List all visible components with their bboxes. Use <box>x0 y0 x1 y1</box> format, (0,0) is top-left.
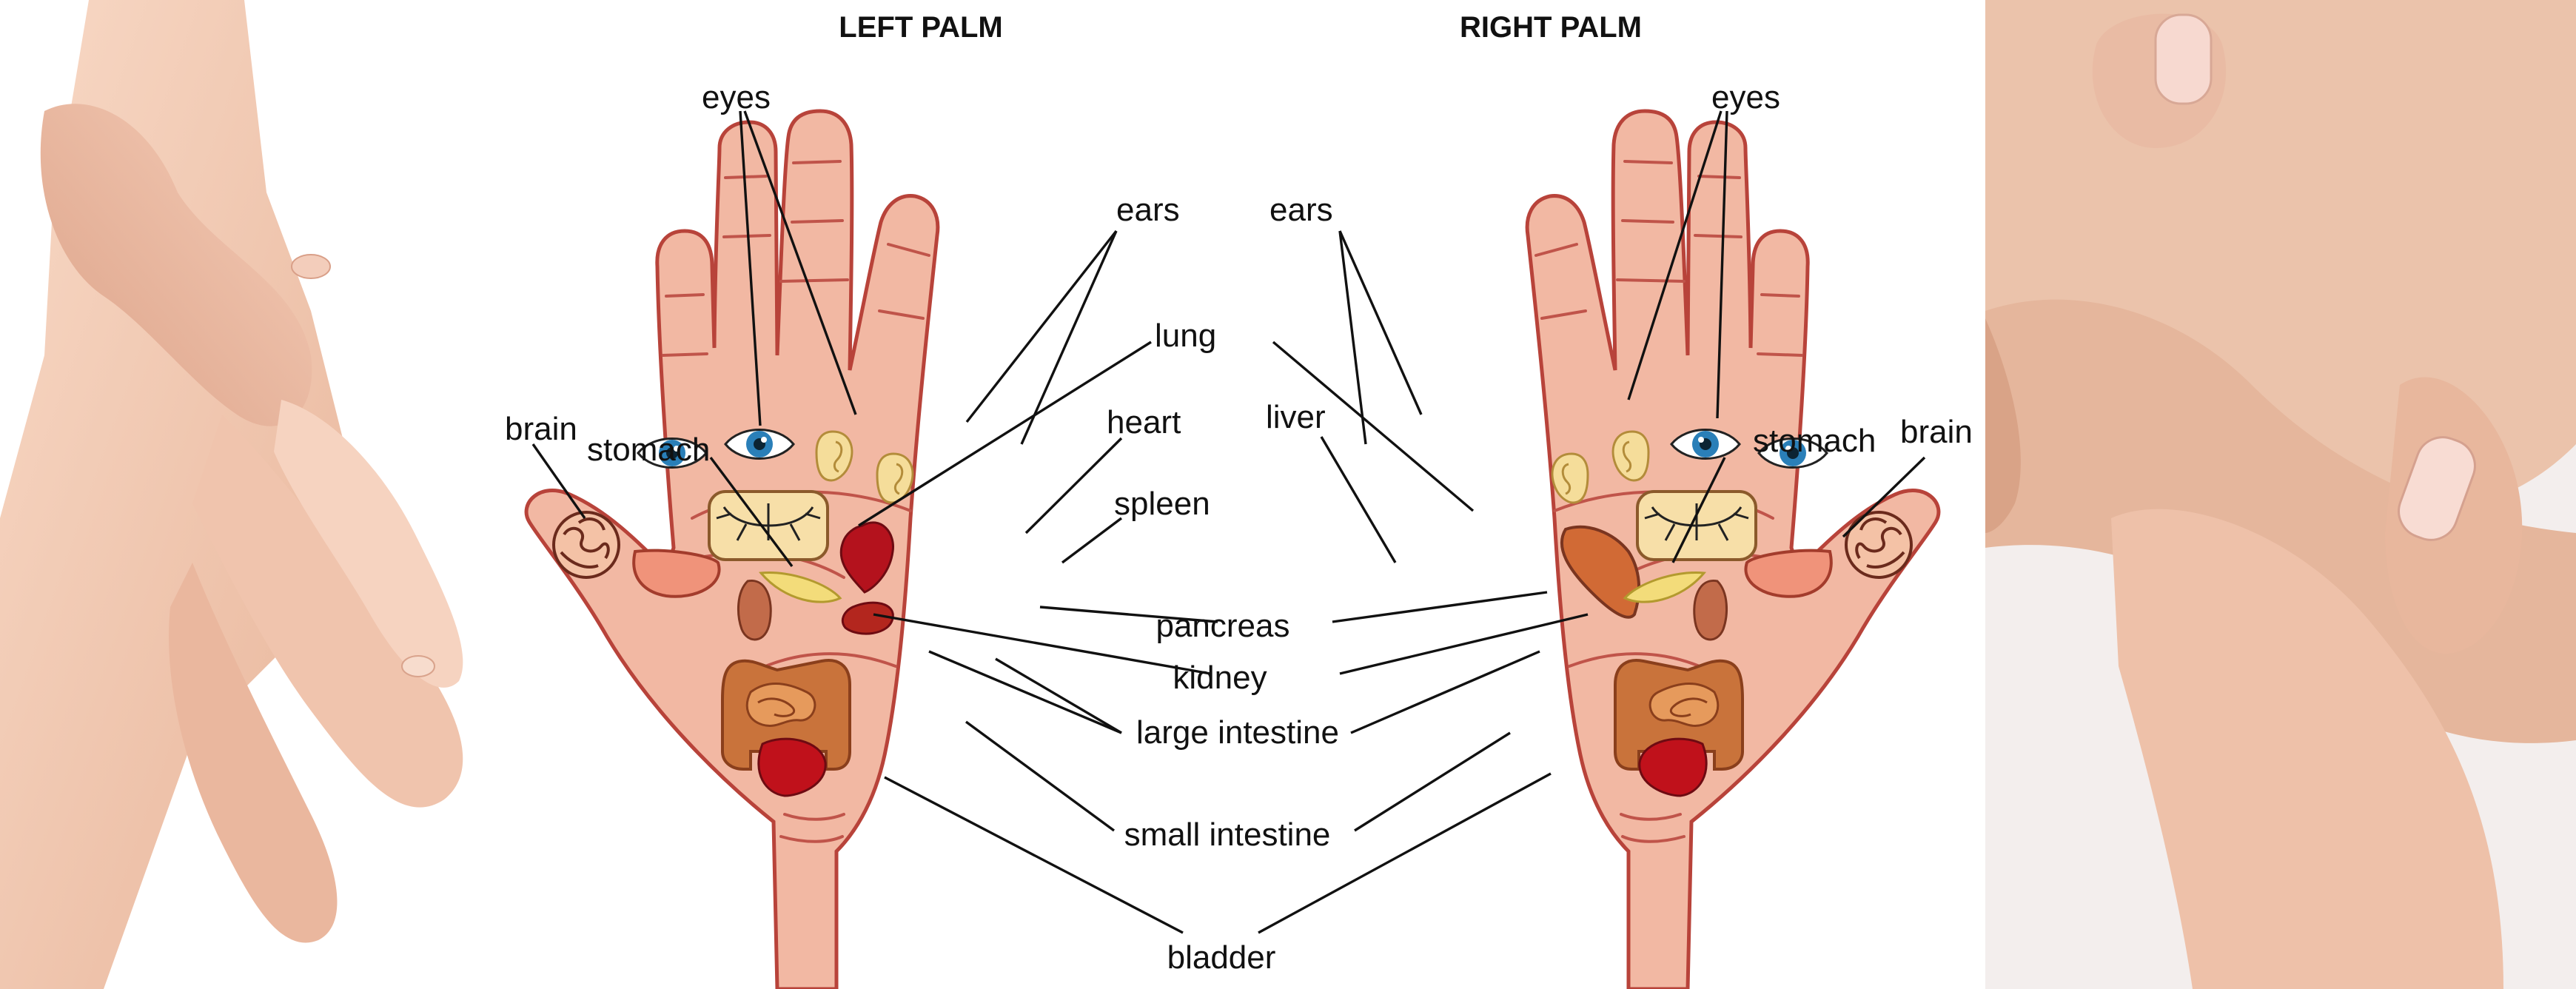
right-pancreas-icon <box>1623 571 1706 603</box>
palm-reflexology-diagram: LEFT PALM RIGHT PALM <box>505 11 1973 989</box>
label-kidney: kidney <box>1173 660 1267 696</box>
left-pancreas-icon <box>759 571 842 603</box>
right-palm-title: RIGHT PALM <box>1460 11 1642 44</box>
left-brain-icon <box>552 511 620 579</box>
left-bladder-icon <box>757 737 827 797</box>
left-heart-icon <box>839 521 894 594</box>
label-brain-right: brain <box>1900 414 1973 450</box>
left-spleen-icon <box>841 601 894 635</box>
label-stomach-left: stomach <box>587 432 710 468</box>
label-stomach-right: stomach <box>1753 423 1876 459</box>
label-eyes-right: eyes <box>1711 79 1780 115</box>
right-stomach-icon <box>1744 549 1833 598</box>
right-kidney-icon <box>1693 580 1728 641</box>
right-bladder-icon <box>1638 737 1708 797</box>
right-brain-icon <box>1845 511 1913 579</box>
left-lung-icon <box>708 490 829 561</box>
label-large-intestine: large intestine <box>1136 714 1339 751</box>
hand-massage-image <box>1985 0 2576 989</box>
leader-lines <box>531 110 1926 934</box>
left-palm-hand <box>526 111 938 989</box>
right-lung-icon <box>1636 490 1757 561</box>
label-liver: liver <box>1266 399 1326 435</box>
label-spleen: spleen <box>1114 486 1210 522</box>
hands-holding-image <box>0 0 463 989</box>
left-kidney-icon <box>737 580 772 641</box>
left-stomach-icon <box>632 549 721 598</box>
left-hands-photo <box>0 0 496 989</box>
label-lung: lung <box>1155 318 1216 354</box>
label-heart: heart <box>1107 404 1181 440</box>
label-eyes-left: eyes <box>702 79 771 115</box>
label-ears-right: ears <box>1269 192 1333 228</box>
label-ears-left: ears <box>1116 192 1180 228</box>
right-hands-photo <box>1985 0 2576 989</box>
left-palm-title: LEFT PALM <box>839 11 1002 44</box>
label-bladder: bladder <box>1167 939 1276 976</box>
label-small-intestine: small intestine <box>1124 817 1331 853</box>
label-brain-left: brain <box>505 411 577 447</box>
label-pancreas: pancreas <box>1155 608 1289 644</box>
right-palm-hand <box>1527 111 1939 989</box>
